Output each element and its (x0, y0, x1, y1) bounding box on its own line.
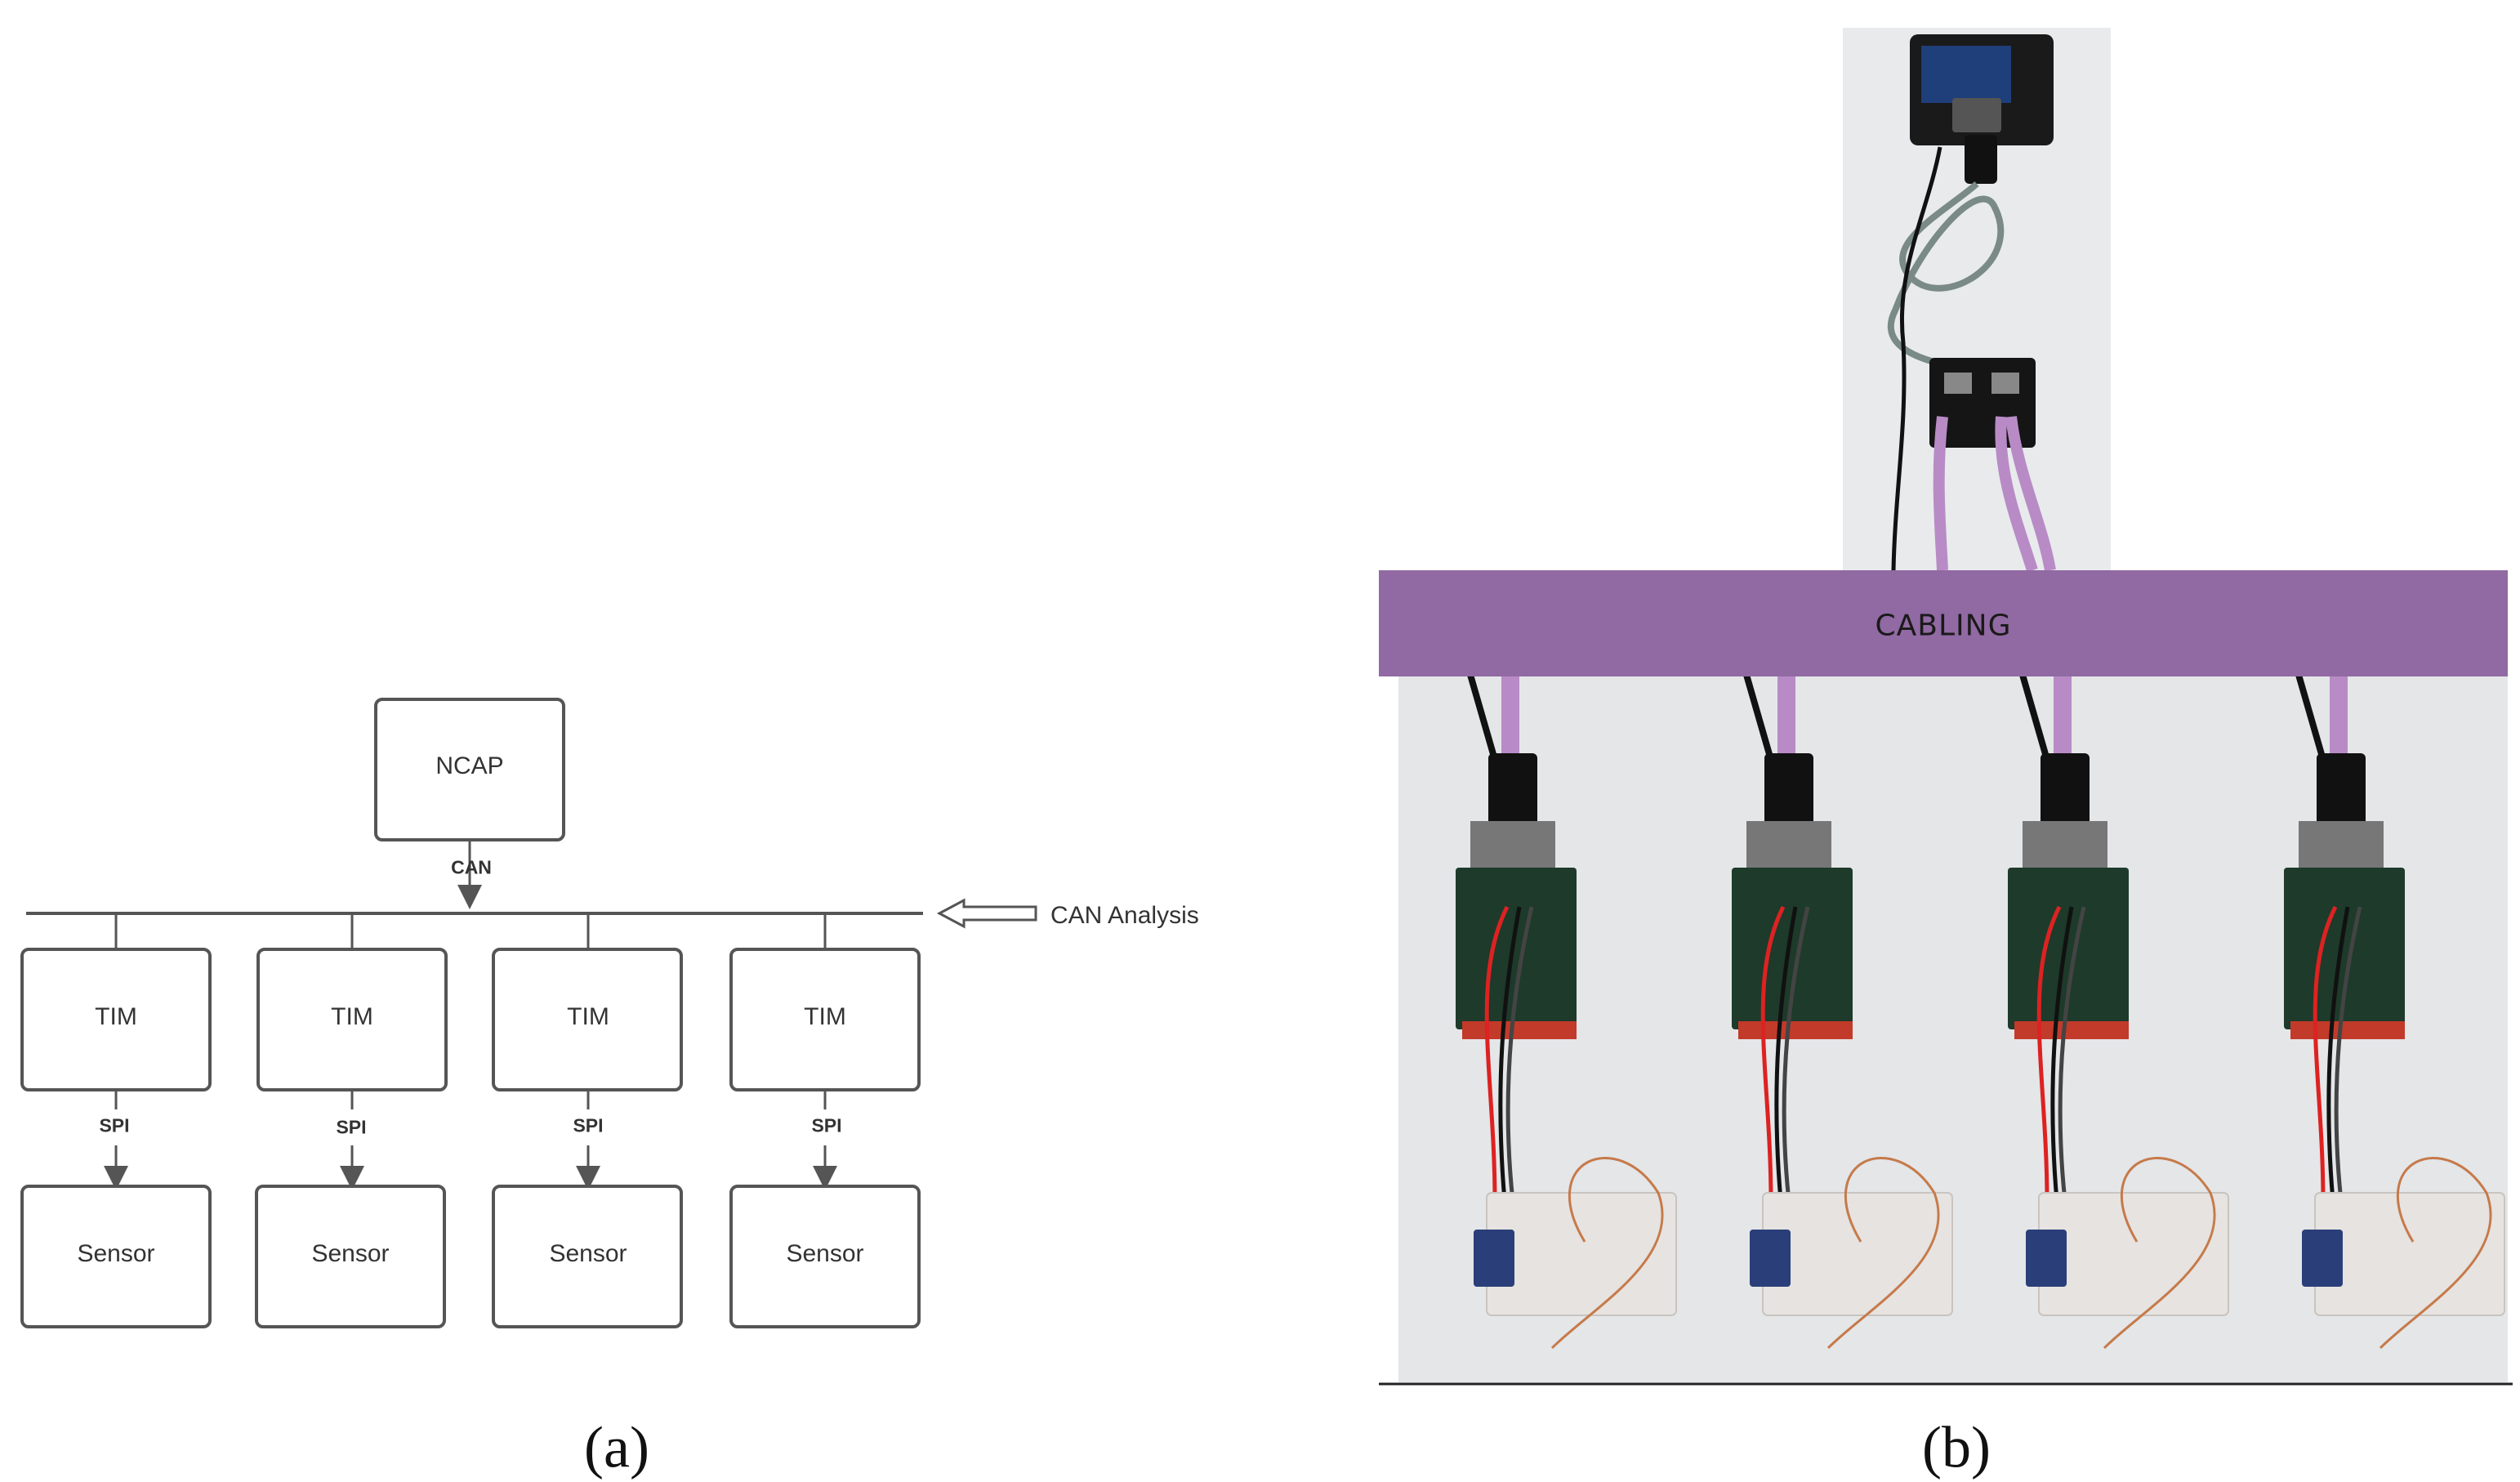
tim-label-1: TIM (95, 1003, 137, 1030)
ncap-label: NCAP (435, 752, 504, 779)
purple-cable-upper-2 (1995, 416, 2038, 573)
gray-loop-cable (1887, 181, 2005, 371)
sensor-label-1: Sensor (77, 1240, 155, 1267)
splitter-port-1 (1944, 373, 1972, 394)
sensor-box-3 (492, 1185, 683, 1328)
spi-label-2: SPI (336, 1116, 367, 1138)
spi-label-4: SPI (811, 1114, 842, 1136)
purple-cable-upper-3 (2005, 416, 2056, 572)
can-analysis-arrow (936, 898, 1037, 929)
black-thin-cable (1891, 146, 1942, 571)
node-assembly-4 (2284, 673, 2505, 1350)
cabling-band (1379, 570, 2508, 676)
gateway-board (1921, 46, 2011, 103)
sensor-label-3: Sensor (549, 1240, 627, 1267)
can-label: CAN (451, 856, 492, 878)
sensor-box-1 (20, 1185, 212, 1328)
caption-a: (a) (584, 1414, 649, 1480)
cabling-label: CABLING (1875, 609, 2012, 643)
can-analysis-label: CAN Analysis (1050, 902, 1199, 929)
node-assembly-2 (1732, 673, 1953, 1350)
tim-label-2: TIM (331, 1003, 373, 1030)
tim-label-3: TIM (567, 1003, 609, 1030)
sensor-box-4 (729, 1185, 921, 1328)
sensor-label-4: Sensor (786, 1240, 864, 1267)
purple-cable-upper-1 (1933, 416, 1948, 571)
sensor-box-2 (255, 1185, 446, 1328)
spi-label-1: SPI (99, 1114, 130, 1136)
spi-label-3: SPI (573, 1114, 604, 1136)
caption-b: (b) (1922, 1414, 1991, 1480)
splitter-port-2 (1991, 373, 2019, 394)
tim-label-4: TIM (804, 1003, 846, 1030)
node-assembly-1 (1456, 673, 1677, 1350)
node-assembly-3 (2008, 673, 2229, 1350)
gateway-connector (1952, 98, 2001, 132)
sensor-label-2: Sensor (311, 1240, 390, 1267)
gateway-plug (1965, 135, 1997, 184)
